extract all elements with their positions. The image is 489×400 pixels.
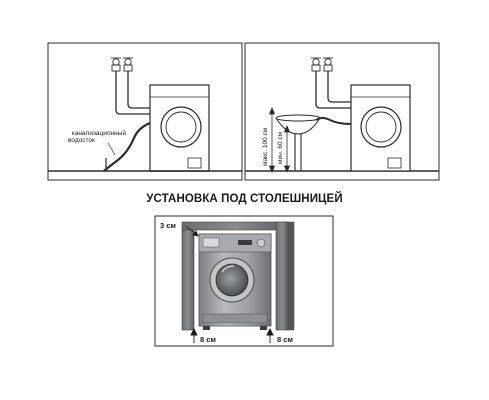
left-washing-machine: [149, 84, 210, 172]
right-washing-machine: [350, 84, 411, 172]
min-height-label: мин. 60 см: [277, 131, 284, 164]
section-title: УСТАНОВКА ПОД СТОЛЕШНИЦЕЙ: [146, 193, 343, 205]
left-water-taps: [111, 57, 133, 72]
bottom-right-gap-label: 8 см: [277, 335, 293, 344]
left-inlet-hose: [115, 71, 150, 115]
right-inlet-hose: [315, 71, 351, 109]
right-inlet-hose-2: [327, 71, 351, 103]
top-gap-arrow: [185, 225, 199, 237]
left-panel-frame: [47, 42, 243, 181]
bottom-left-gap-label: 8 см: [200, 335, 216, 344]
drain-label: канализационный водосток: [68, 130, 126, 144]
drain-label-line-2: водосток: [68, 137, 95, 144]
drain-label-leader: [107, 142, 116, 156]
undercounter-washing-machine: [198, 233, 272, 330]
max-height-label: макс. 100 см: [262, 127, 269, 166]
right-panel-frame: [244, 42, 440, 181]
bottom-gap-arrows: [190, 327, 274, 343]
height-dimension-arrows: [268, 106, 291, 174]
left-drain-hose: [103, 121, 151, 172]
right-drain-hose: [315, 117, 352, 125]
right-water-taps: [311, 57, 333, 72]
drain-label-line-1: канализационный: [71, 130, 126, 137]
cabinet: [181, 221, 295, 331]
left-panel: [47, 42, 243, 181]
undercounter-panel: [154, 215, 334, 347]
left-inlet-hose-2: [127, 71, 150, 109]
right-panel: [244, 42, 440, 181]
top-gap-label: 3 см: [160, 221, 176, 230]
sink-basin: [275, 114, 321, 171]
